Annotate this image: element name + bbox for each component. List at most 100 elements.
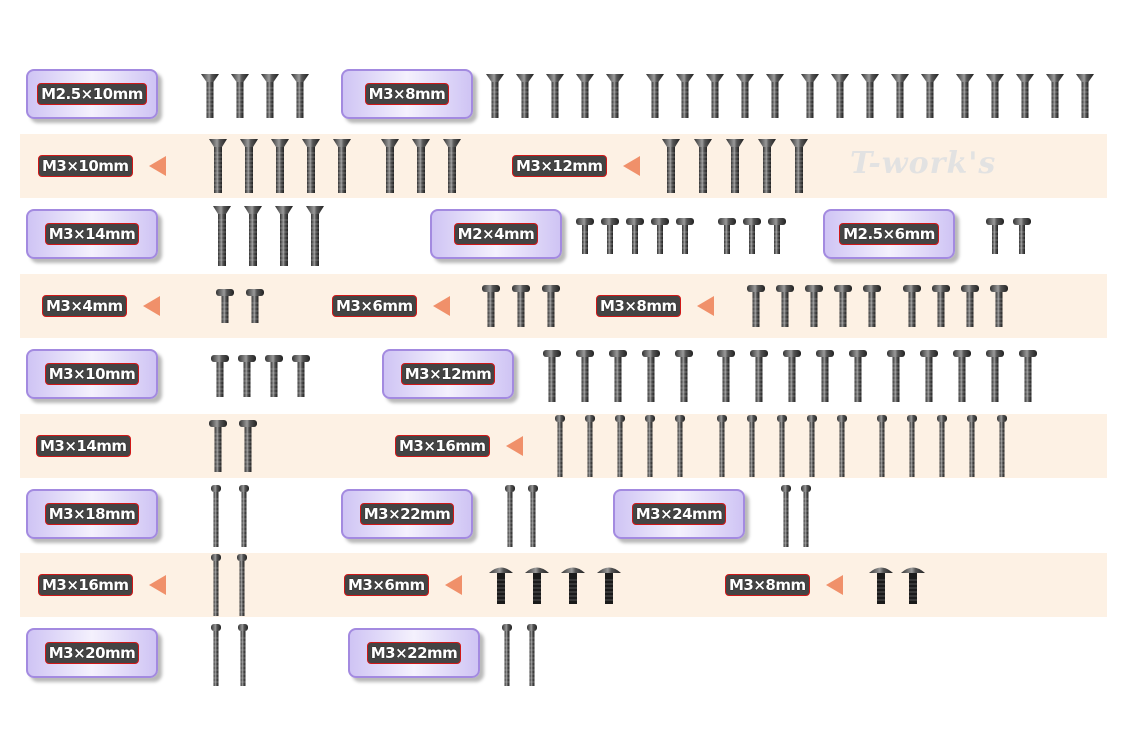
size-label-text: M3×16mm xyxy=(395,435,490,457)
arrow-left-icon xyxy=(148,156,166,176)
screw-flat xyxy=(662,139,680,193)
screw-button xyxy=(542,285,560,327)
screw-button-mini xyxy=(676,218,694,254)
size-label-text: M3×4mm xyxy=(42,295,127,317)
screw-thin-long xyxy=(237,554,247,616)
screw-button xyxy=(482,285,500,327)
size-label-arrow: M3×8mm xyxy=(725,560,843,610)
screw-flat-long xyxy=(275,206,293,266)
screw-thin-long xyxy=(502,624,512,686)
screw-button xyxy=(990,285,1008,327)
size-label-arrow: M3×16mm xyxy=(395,421,523,471)
size-label-text: M3×16mm xyxy=(38,574,133,596)
screw-button xyxy=(265,355,283,397)
size-label-box: M2×4mm xyxy=(430,209,562,259)
screw-flat-short xyxy=(231,74,249,118)
arrow-left-icon xyxy=(148,575,166,595)
screw-flat-short xyxy=(646,74,664,118)
screw-flat xyxy=(412,139,430,193)
screw-thin-long xyxy=(777,415,787,477)
size-label-text: M3×22mm xyxy=(359,503,455,525)
screw-button-long xyxy=(642,350,660,402)
screw-flat-short xyxy=(1046,74,1064,118)
size-label-arrow: M3×6mm xyxy=(344,560,462,610)
screw-button-mini xyxy=(651,218,669,254)
row-stripe xyxy=(20,414,1107,478)
screw-button-mini xyxy=(576,218,594,254)
screw-flat xyxy=(333,139,351,193)
screw-button xyxy=(211,355,229,397)
size-label-box: M3×22mm xyxy=(341,489,473,539)
screw-flat xyxy=(694,139,712,193)
screw-thin-long xyxy=(717,415,727,477)
screw-button-long xyxy=(717,350,735,402)
screw-flat-short xyxy=(1076,74,1094,118)
screw-thin-long xyxy=(877,415,887,477)
screw-flat xyxy=(240,139,258,193)
screw-button-short xyxy=(246,289,264,323)
screw-flat-short xyxy=(291,74,309,118)
size-label-box: M2.5×10mm xyxy=(26,69,158,119)
screw-flat xyxy=(302,139,320,193)
size-label-text: M3×12mm xyxy=(400,363,496,385)
screw-button-long xyxy=(953,350,971,402)
screw-button xyxy=(512,285,530,327)
screw-button-mini xyxy=(718,218,736,254)
size-label-text: M3×24mm xyxy=(631,503,727,525)
arrow-left-icon xyxy=(142,296,160,316)
screw-flat-short xyxy=(1016,74,1034,118)
screw-thin-long xyxy=(837,415,847,477)
screw-flat xyxy=(271,139,289,193)
screw-button-long xyxy=(543,350,561,402)
size-label-text: M3×6mm xyxy=(344,574,429,596)
screw-flat xyxy=(443,139,461,193)
arrow-left-icon xyxy=(622,156,640,176)
screw-button-mini xyxy=(601,218,619,254)
screw-thin-long xyxy=(907,415,917,477)
screw-flat xyxy=(758,139,776,193)
screw-flat xyxy=(726,139,744,193)
size-label-box: M3×18mm xyxy=(26,489,158,539)
screw-button-long xyxy=(239,420,257,472)
size-label-text: M3×10mm xyxy=(38,155,133,177)
screw-button-long xyxy=(750,350,768,402)
arrow-left-icon xyxy=(696,296,714,316)
size-label-text: M3×22mm xyxy=(366,642,462,664)
screw-flat-short xyxy=(801,74,819,118)
screw-thin-long xyxy=(238,624,248,686)
size-label-box: M3×12mm xyxy=(382,349,514,399)
screw-button xyxy=(805,285,823,327)
screw-button-short xyxy=(216,289,234,323)
screw-flat xyxy=(209,139,227,193)
screw-flat-short xyxy=(986,74,1004,118)
screw-button xyxy=(932,285,950,327)
screw-button-mini xyxy=(768,218,786,254)
size-label-arrow: M3×12mm xyxy=(512,141,640,191)
size-label-box: M3×10mm xyxy=(26,349,158,399)
size-label-box: M3×20mm xyxy=(26,628,158,678)
screw-thin-long xyxy=(239,485,249,547)
screw-flat-long xyxy=(213,206,231,266)
screw-flat-short xyxy=(486,74,504,118)
screw-button xyxy=(776,285,794,327)
size-label-box: M3×22mm xyxy=(348,628,480,678)
screw-button xyxy=(903,285,921,327)
screw-thin-long xyxy=(615,415,625,477)
screw-button-long xyxy=(1019,350,1037,402)
size-label-box: M3×8mm xyxy=(341,69,473,119)
size-label-text: M3×8mm xyxy=(725,574,810,596)
screw-flat-short xyxy=(706,74,724,118)
screw-flat-short xyxy=(891,74,909,118)
arrow-left-icon xyxy=(825,575,843,595)
screw-flat-short xyxy=(261,74,279,118)
size-label-plain: M3×14mm xyxy=(36,421,131,471)
screw-button xyxy=(863,285,881,327)
screw-flat-short xyxy=(736,74,754,118)
screw-flat-long xyxy=(306,206,324,266)
size-label-arrow: M3×16mm xyxy=(38,560,166,610)
screw-thin-long xyxy=(505,485,515,547)
size-label-arrow: M3×6mm xyxy=(332,281,450,331)
screw-flat xyxy=(381,139,399,193)
